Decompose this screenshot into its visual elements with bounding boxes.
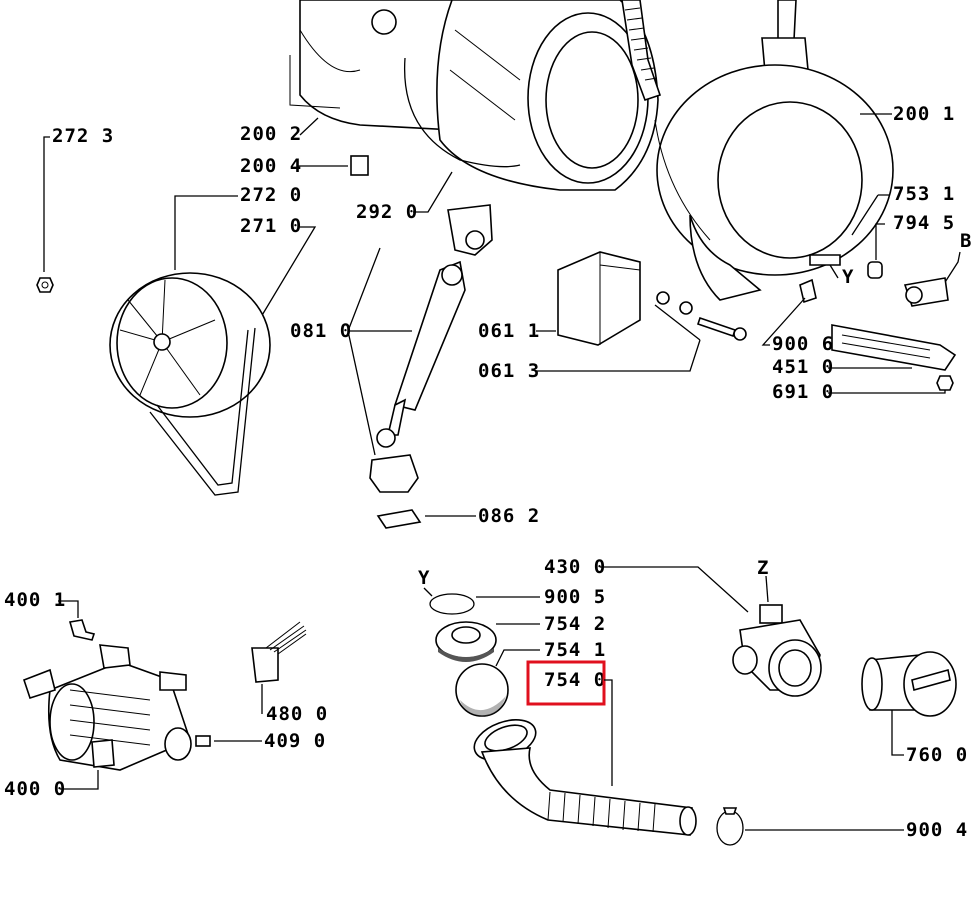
label-z: Z [757,557,769,579]
label-y-bottom: Y [418,567,430,589]
label-691-0: 691 0 [772,381,834,403]
label-400-0: 400 0 [4,778,66,800]
label-272-3: 272 3 [52,125,114,147]
label-y-top: Y [842,266,854,288]
label-754-0: 754 0 [544,669,606,691]
label-400-1: 400 1 [4,589,66,611]
drum-assembly [289,0,659,191]
label-272-0: 272 0 [240,184,302,206]
label-292-0: 292 0 [356,201,418,223]
clip-900-6 [799,278,817,304]
label-760-0: 760 0 [906,744,968,766]
label-086-2: 086 2 [478,505,540,527]
label-900-6: 900 6 [772,333,834,355]
label-b: B [960,230,972,252]
hoses-top [621,0,809,102]
part-409-0 [195,735,211,747]
label-061-1: 061 1 [478,320,540,342]
label-200-1: 200 1 [893,103,955,125]
bushing-794-5 [867,261,883,279]
label-451-0: 451 0 [772,356,834,378]
bracket-086-2 [376,509,422,529]
hose-754-0 [473,719,697,836]
motor-400-0 [22,644,192,771]
front-tub [654,64,894,301]
filter-760-0 [861,651,957,717]
label-061-3: 061 3 [478,360,540,382]
label-753-1: 753 1 [893,183,955,205]
thermostat-b [903,277,949,307]
clamp-900-4 [716,807,744,846]
label-900-4: 900 4 [906,819,968,841]
label-200-2: 200 2 [240,123,302,145]
label-794-5: 794 5 [893,212,955,234]
label-081-0: 081 0 [290,320,352,342]
nut-272-3 [36,277,54,293]
label-480-0: 480 0 [266,703,328,725]
clip-200-4 [350,155,369,176]
counterweight-061-1 [557,251,747,346]
label-754-1: 754 1 [544,639,606,661]
ball-754-1 [455,663,509,717]
label-754-2: 754 2 [544,613,606,635]
belt-271-0 [149,327,256,496]
highlight-box-754-0 [526,660,606,706]
pump-430-0 [732,604,822,697]
label-200-4: 200 4 [240,155,302,177]
label-409-0: 409 0 [264,730,326,752]
connector-480-0 [251,621,307,683]
label-430-0: 430 0 [544,556,606,578]
label-900-5: 900 5 [544,586,606,608]
ring-900-5 [429,593,475,615]
screw-400-1 [68,619,96,641]
heater-451-0 [831,324,957,371]
seal-754-2 [435,621,497,662]
shock-absorber-081-0 [369,204,493,493]
label-271-0: 271 0 [240,215,302,237]
pulley-272-0 [109,272,271,418]
nut-691-0 [936,375,954,391]
